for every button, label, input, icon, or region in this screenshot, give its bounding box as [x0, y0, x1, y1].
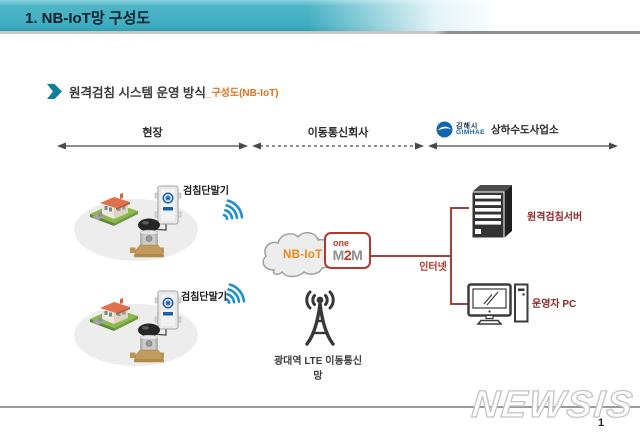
- gimhae-name-stack: 김해시 GIMHAE: [456, 123, 485, 137]
- onem2m-one-text: one: [333, 238, 350, 248]
- pc-branch-line: [450, 303, 468, 305]
- site-group-1: [74, 185, 198, 261]
- page-number: 1: [598, 417, 605, 429]
- house-icon: [90, 193, 138, 226]
- header-band: [0, 0, 640, 31]
- server-branch-line: [450, 207, 469, 209]
- lte-network-label: 광대역 LTE 이동통신망: [273, 356, 363, 382]
- operator-pc-icon: [467, 283, 529, 325]
- server-icon: [471, 185, 512, 239]
- terminal-label: 검침단말기: [183, 186, 229, 197]
- footer-line: [0, 406, 640, 408]
- newsis-watermark: NEWSIS: [469, 383, 637, 426]
- subtitle-suffix: _구성도(NB-IoT): [205, 88, 279, 99]
- gimhae-en-label: GIMHAE: [456, 128, 485, 136]
- nbiot-cloud-label: NB-IoT: [283, 249, 323, 261]
- server-label: 원격검침서버: [527, 212, 583, 223]
- zone-arrow-field: [57, 142, 248, 150]
- zone-carrier-label: 이동통신회사: [307, 127, 369, 139]
- subtitle-text: 원격검침 시스템 운영 방식: [69, 86, 206, 100]
- gimhae-logo-icon: [436, 121, 453, 138]
- branch-vertical-line: [450, 207, 452, 304]
- lte-tower-icon: [305, 290, 335, 346]
- house-icon: [90, 298, 138, 331]
- meter-terminal-icon: [154, 185, 182, 225]
- pc-label: 운영자 PC: [532, 299, 577, 310]
- page-title: 1. NB-IoT망 구성도: [25, 10, 151, 27]
- meter-terminal-icon: [154, 290, 182, 330]
- water-meter-icon: [130, 323, 164, 363]
- onem2m-m2m-text: M2M: [332, 247, 363, 263]
- bullet-chevron-icon: [47, 84, 62, 99]
- terminal-label: 검침단말기: [181, 292, 227, 303]
- zone-arrow-office: [428, 142, 618, 150]
- zone-arrow-carrier: [252, 142, 424, 150]
- zone-field-label: 현장: [142, 127, 163, 139]
- subtitle-row: 원격검침 시스템 운영 방식_구성도(NB-IoT): [47, 82, 279, 101]
- waterworks-office-label: 상하수도사업소: [491, 124, 559, 136]
- zone-office-cluster: 김해시 GIMHAE 상하수도사업소: [436, 121, 559, 138]
- site-group-2: [74, 290, 198, 366]
- internet-line: [371, 255, 451, 257]
- wifi-signal-icon: [224, 283, 246, 304]
- water-meter-icon: [130, 218, 164, 258]
- gimhae-city-label: 김해시: [456, 122, 479, 130]
- internet-label: 인터넷: [419, 262, 447, 273]
- onem2m-logo: one M2M: [324, 232, 371, 269]
- header-underline: [0, 31, 640, 34]
- wifi-signal-icon: [222, 199, 244, 220]
